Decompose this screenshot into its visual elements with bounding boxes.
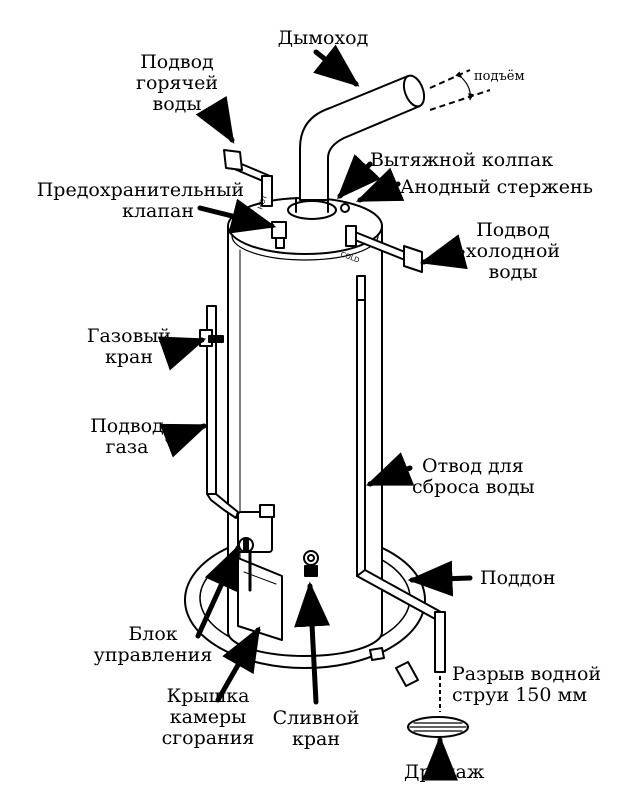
anode-rod-label: Анодный стержень	[400, 176, 593, 198]
rise-label: подъём	[474, 69, 525, 84]
drip-pan-label: Поддон	[480, 567, 556, 589]
control-unit-label: Блок управления	[93, 623, 213, 666]
side-fitting	[369, 647, 419, 687]
drain-grate	[407, 716, 469, 738]
rise-indicator	[429, 69, 491, 111]
draft-hood	[287, 197, 337, 220]
gas-valve-label: Газовый кран	[86, 325, 172, 368]
drain-label: Дренаж	[404, 761, 485, 783]
gas-control-unit	[237, 504, 275, 592]
relief-valve-label: Предохранительный клапан	[36, 179, 244, 222]
chimney-label: Дымоход	[277, 27, 369, 49]
anode-rod-cap	[340, 203, 350, 213]
gas-supply-pipe	[199, 305, 239, 519]
discharge-pipe-label: Отвод для сброса воды	[412, 455, 535, 498]
drain-valve-label: Сливной кран	[272, 707, 360, 750]
drain-valve	[303, 550, 319, 577]
cold-water-pipe	[345, 225, 423, 301]
air-gap-label: Разрыв водной струи 150 мм	[452, 663, 602, 706]
gas-supply-label: Подвод газа	[90, 415, 164, 458]
draft-hood-label: Вытяжной колпак	[370, 149, 554, 171]
leader-arrows	[157, 44, 473, 781]
flue-pipe	[299, 74, 426, 201]
hot-water-pipe	[223, 149, 273, 207]
combustion-chamber-cover-label: Крышка камеры сгорания	[161, 685, 255, 749]
cold-water-supply-label: Подвод холодной воды	[465, 219, 561, 283]
hot-water-supply-label: Подвод горячей воды	[135, 51, 218, 115]
